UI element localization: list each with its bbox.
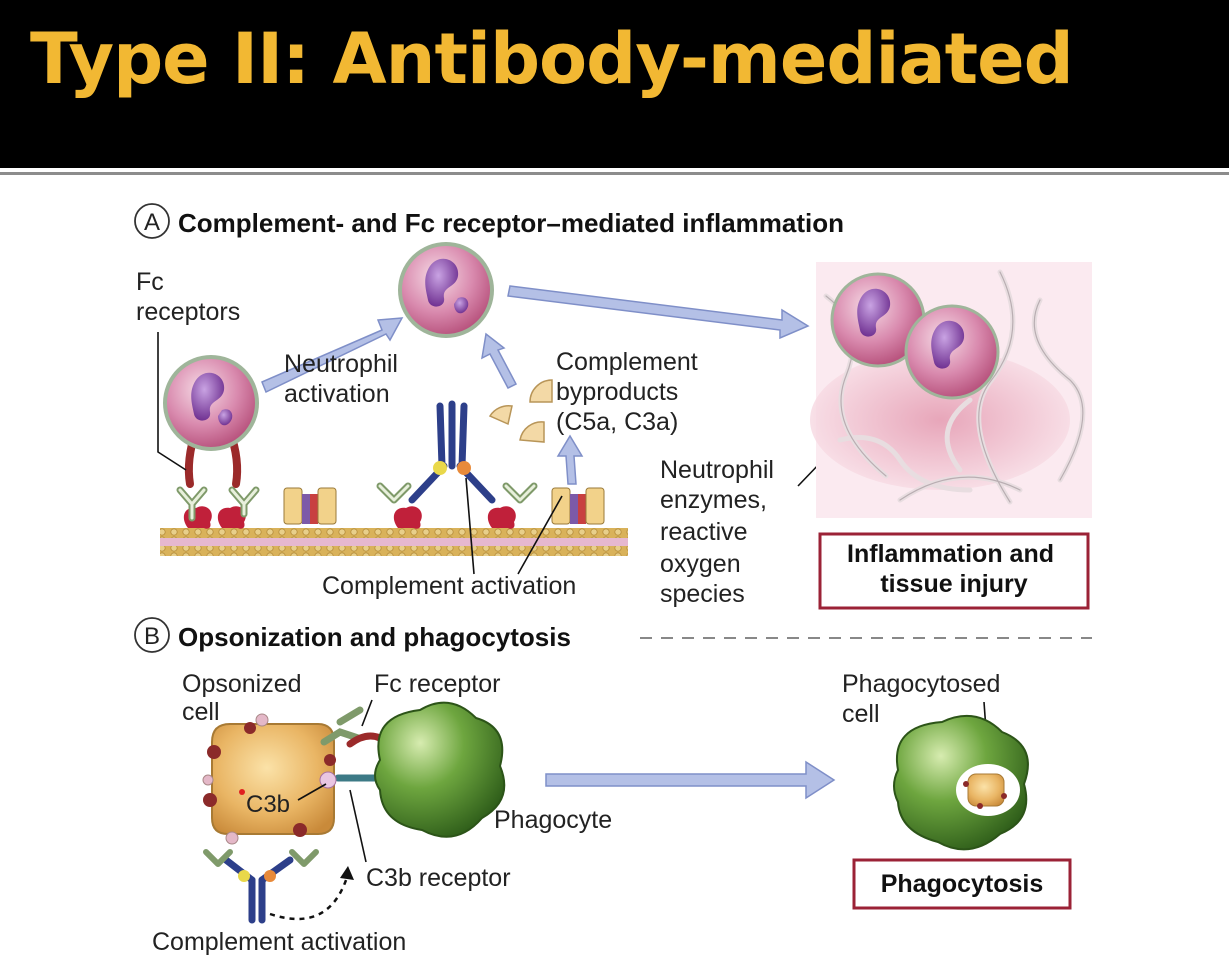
neutrophil-1 [163, 355, 259, 451]
c3b-receptor-label: C3b receptor [366, 864, 511, 892]
panel-a-arrows [261, 285, 810, 485]
antibodies-inner [178, 484, 536, 520]
complement-receptor-2 [551, 487, 605, 525]
arrow-to-phagocytosis [545, 760, 836, 800]
panel-a-leaders [157, 332, 847, 575]
membrane-antigens [183, 506, 516, 529]
fc-receptors-label: Fc receptors [136, 268, 240, 326]
neutrophil-activation-label: Neutrophil activation [284, 350, 405, 408]
svg-text:B: B [144, 623, 160, 650]
cell-membrane [160, 528, 628, 556]
opsonized-cell-label: Opsonized cell [182, 670, 308, 726]
panel-a: A Complement- and Fc receptor–mediated i… [134, 203, 1092, 610]
fc-receptor-label: Fc receptor [374, 670, 500, 698]
neutrophil-2 [398, 242, 494, 338]
complement-complex [408, 400, 496, 504]
phagocyte-label: Phagocyte [494, 806, 612, 834]
panel-a-letter: A [134, 203, 170, 239]
panel-a-heading: Complement- and Fc receptor–mediated inf… [178, 208, 844, 238]
arrow-activation [261, 317, 404, 394]
complement-activation-label-b: Complement activation [152, 928, 406, 956]
opsonized-cell [202, 713, 336, 845]
svg-text:A: A [144, 209, 160, 236]
panel-b-letter: B [134, 617, 170, 653]
fc-receptor-bridge [319, 706, 384, 789]
title-divider [0, 172, 1229, 175]
phagocytosed-cell-label: Phagocytosed cell [842, 670, 1007, 728]
tissue-neutrophil-2 [904, 304, 1000, 400]
panel-b-complement-complex [203, 849, 354, 924]
complement-fragments [488, 379, 553, 443]
slide-title: Type II: Antibody-mediated [30, 18, 1074, 100]
tissue-neutrophil-1 [830, 272, 926, 368]
phagocytosis-outcome-box: Phagocytosis [852, 858, 1072, 910]
complement-byproducts-label: Complement byproducts (C5a, C3a) [556, 348, 705, 436]
complement-activation-label-a: Complement activation [322, 572, 576, 600]
complement-receptor-1 [283, 487, 337, 525]
neutrophil-enzymes-label: Neutrophil enzymes, reactive oxygen spec… [660, 456, 781, 608]
phagocytosed-cell [893, 715, 1029, 851]
arrow-byproducts-up [481, 332, 518, 389]
panel-b: B Opsonization and phagocytosis [134, 617, 1092, 956]
inflammation-outcome-box: Inflammation and tissue injury [818, 532, 1090, 610]
svg-text:Phagocytosis: Phagocytosis [881, 870, 1044, 898]
phagocyte-cell [374, 701, 506, 838]
arrow-to-tissue [507, 285, 810, 340]
svg-text:Inflammation and tissu: Inflammation and tissue injury [847, 540, 1061, 598]
panel-b-heading: Opsonization and phagocytosis [178, 622, 571, 652]
c3b-label: C3b [246, 791, 290, 818]
tissue-injury-image [810, 262, 1092, 518]
arrow-receptor-up [556, 434, 584, 485]
title-bar: Type II: Antibody-mediated [0, 0, 1229, 168]
